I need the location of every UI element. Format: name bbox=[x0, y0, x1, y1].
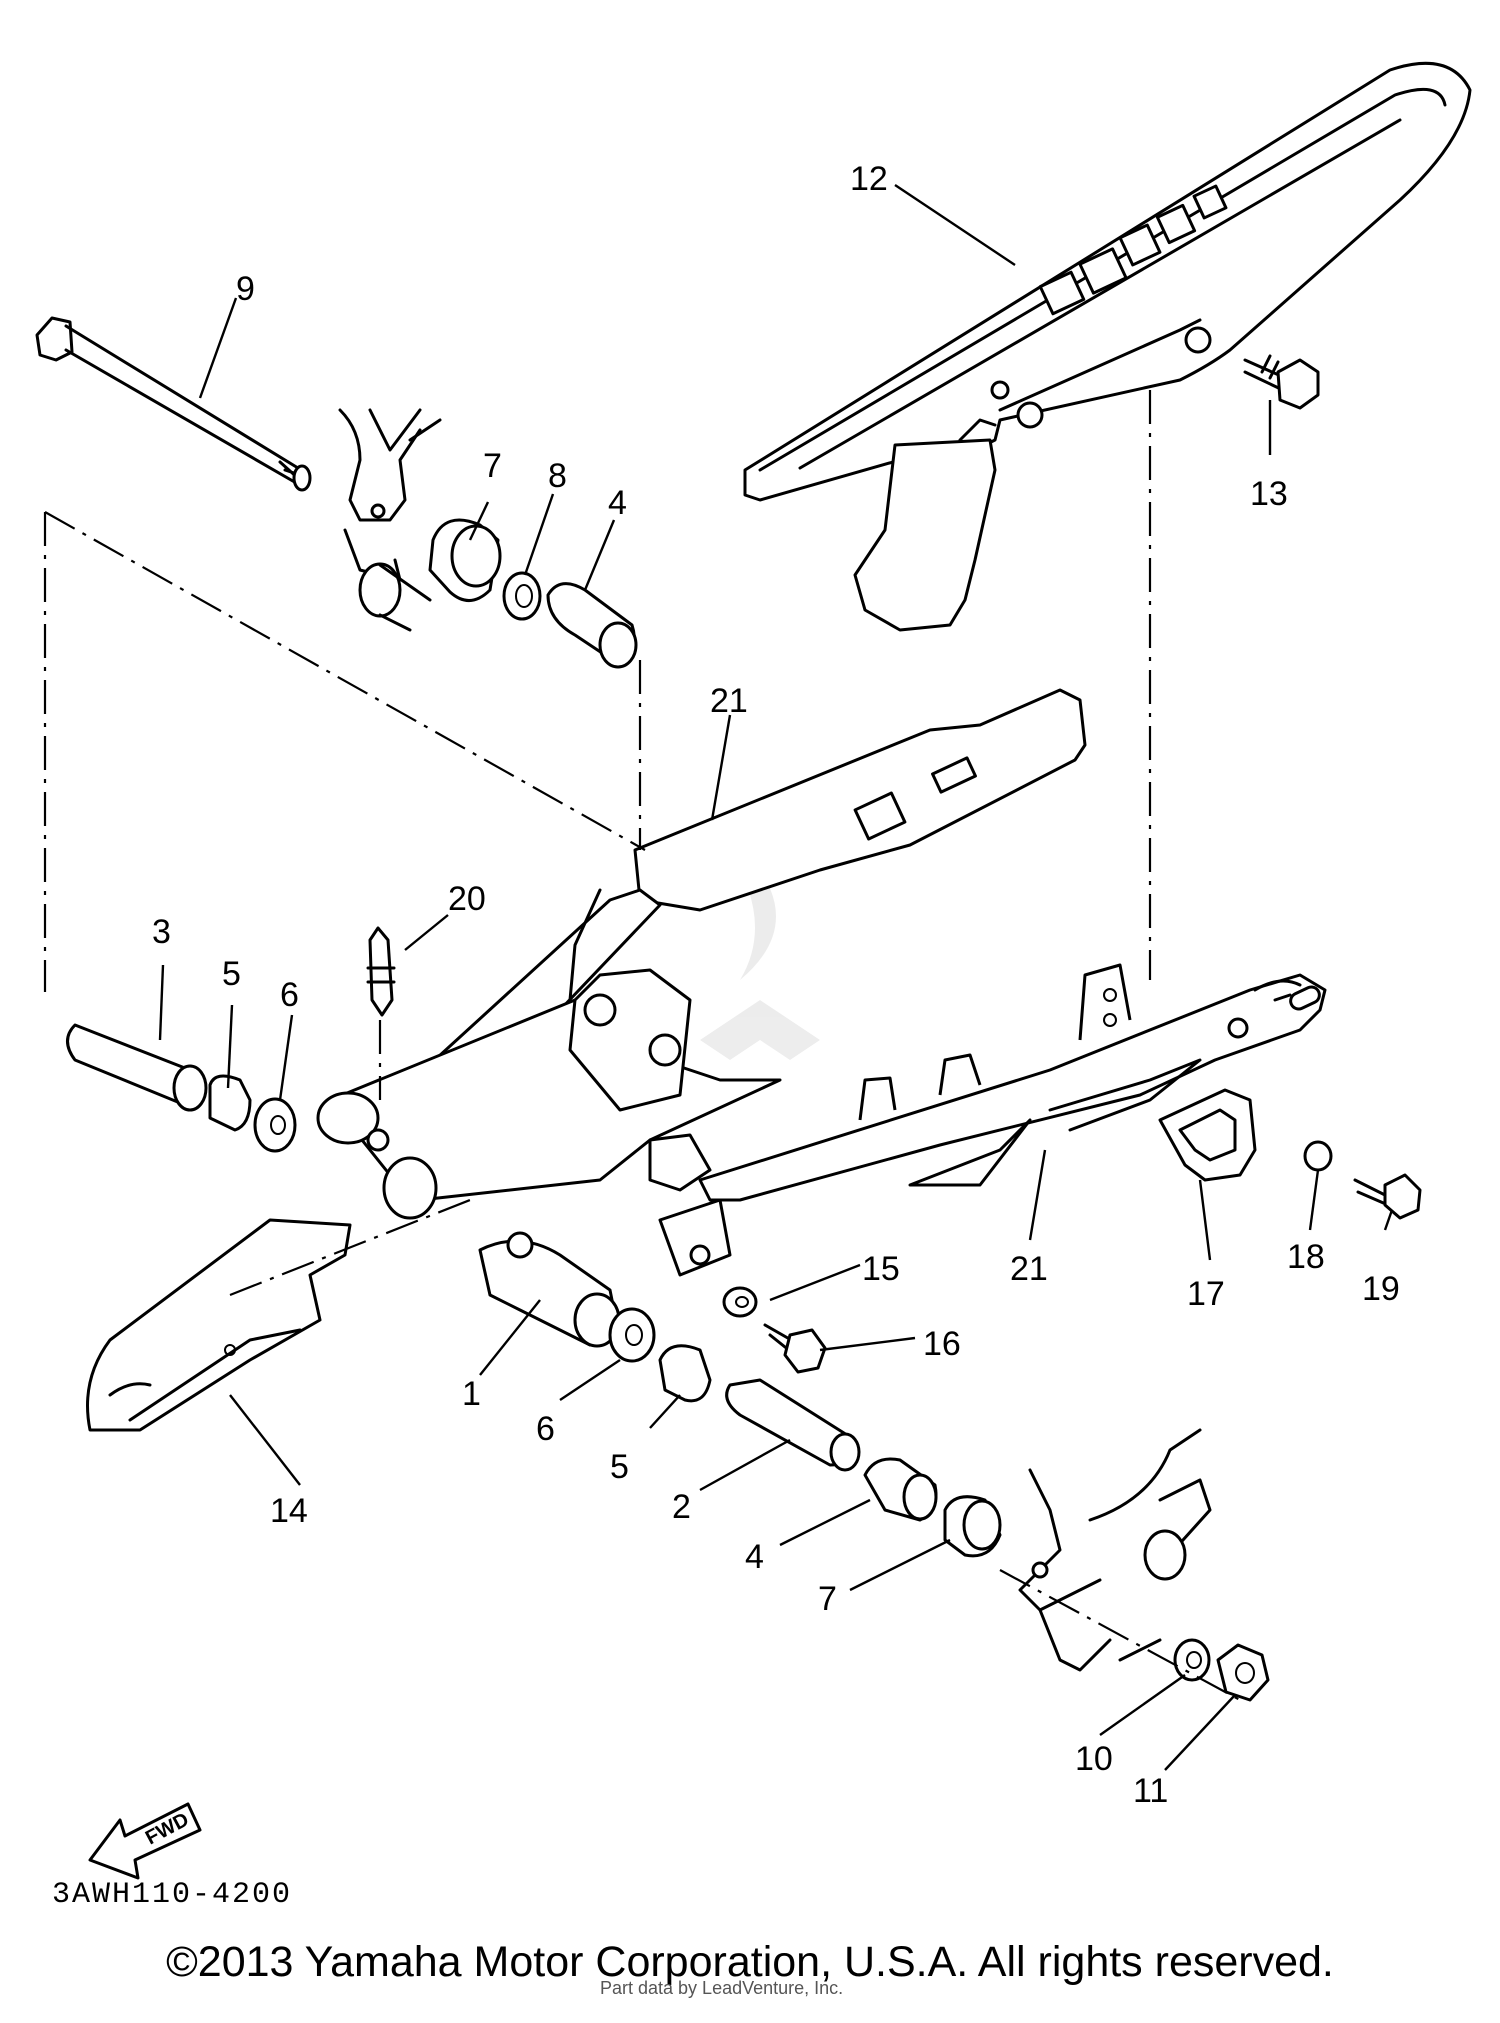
callout-15: 15 bbox=[862, 1250, 900, 1288]
pivot-bolt-9-part bbox=[35, 316, 312, 492]
callout-9: 9 bbox=[236, 270, 255, 308]
callout-21-upper: 21 bbox=[710, 682, 748, 720]
chain-guide-17-part bbox=[1158, 1088, 1257, 1182]
nut-11-part bbox=[1216, 1643, 1270, 1702]
grease-nipple-20-part bbox=[366, 926, 396, 1017]
frame-bracket-upper bbox=[338, 408, 442, 632]
bolt-16-part bbox=[763, 1323, 827, 1374]
callout-14: 14 bbox=[270, 1492, 308, 1530]
chain-support-14-part bbox=[86, 1218, 352, 1432]
callout-4-lower: 4 bbox=[745, 1538, 764, 1576]
collar-5-left-part bbox=[208, 1074, 252, 1132]
callout-16: 16 bbox=[923, 1325, 961, 1363]
watermark-logo bbox=[700, 870, 820, 1060]
collar-4-lower-part bbox=[863, 1457, 938, 1522]
callout-7-upper: 7 bbox=[483, 447, 502, 485]
washer-10-part bbox=[1173, 1638, 1211, 1682]
washer-15-part bbox=[722, 1286, 758, 1318]
leader-lines bbox=[158, 184, 1394, 1771]
callout-6-right: 6 bbox=[536, 1410, 555, 1448]
callout-1: 1 bbox=[462, 1375, 481, 1413]
callout-18: 18 bbox=[1287, 1238, 1325, 1276]
shaft-3-part bbox=[66, 1023, 208, 1112]
bearing-6-left-part bbox=[253, 1097, 297, 1153]
bolt-13-part bbox=[1243, 354, 1320, 410]
callout-2: 2 bbox=[672, 1488, 691, 1526]
bushing-7-lower-part bbox=[943, 1495, 1002, 1558]
callout-12: 12 bbox=[850, 160, 888, 198]
callout-19: 19 bbox=[1362, 1270, 1400, 1308]
bearing-6-right-part bbox=[608, 1307, 656, 1363]
chain-case-part bbox=[743, 61, 1472, 632]
diagram-code: 3AWH110-4200 bbox=[52, 1878, 293, 1912]
collar-5-right-part bbox=[658, 1344, 712, 1403]
callout-8: 8 bbox=[548, 457, 567, 495]
fwd-arrow-icon: FWD bbox=[88, 1802, 202, 1880]
washer-8-part bbox=[502, 571, 542, 621]
washer-18-part bbox=[1303, 1140, 1333, 1172]
callout-labels: 1 2 3 4 4 5 5 6 6 7 7 8 9 10 11 12 13 14… bbox=[152, 160, 1400, 1810]
bolt-19-part bbox=[1353, 1173, 1422, 1220]
alignment-lines bbox=[43, 390, 1241, 1701]
collar-4-upper-part bbox=[546, 582, 638, 669]
callout-20: 20 bbox=[448, 880, 486, 918]
copyright-notice: ©2013 Yamaha Motor Corporation, U.S.A. A… bbox=[166, 1938, 1334, 1986]
bushing-7-upper-part bbox=[428, 518, 502, 602]
callout-3: 3 bbox=[152, 913, 171, 951]
callout-4-upper: 4 bbox=[608, 484, 627, 522]
callout-17: 17 bbox=[1187, 1275, 1225, 1313]
callout-13: 13 bbox=[1250, 475, 1288, 513]
callout-5-right: 5 bbox=[610, 1448, 629, 1486]
callout-10: 10 bbox=[1075, 1740, 1113, 1778]
credit-text: Part data by LeadVenture, Inc. bbox=[600, 1978, 844, 1998]
frame-bracket-lower bbox=[1018, 1428, 1212, 1672]
callout-7-lower: 7 bbox=[818, 1580, 837, 1618]
shaft-2-part bbox=[725, 1378, 861, 1472]
callout-5-left: 5 bbox=[222, 955, 241, 993]
callout-11: 11 bbox=[1133, 1772, 1168, 1810]
callout-6-left: 6 bbox=[280, 976, 299, 1014]
rear-arm-part bbox=[316, 688, 1327, 1348]
callout-21-lower: 21 bbox=[1010, 1250, 1048, 1288]
